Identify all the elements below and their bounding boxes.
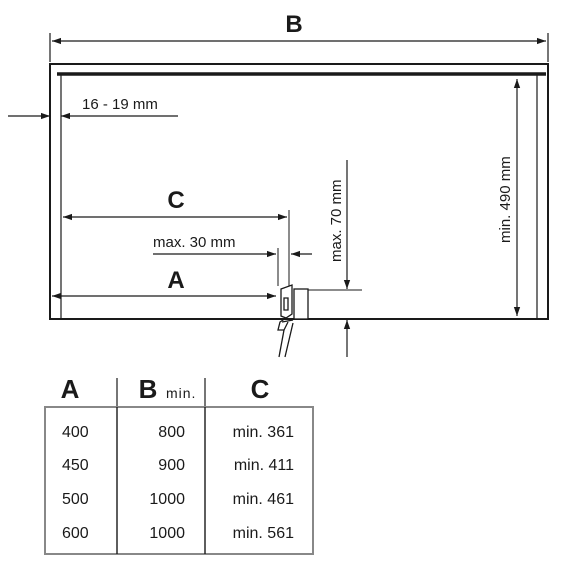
dimension-c: C (63, 187, 290, 290)
hinge-mechanism (277, 284, 309, 358)
dimension-table: A B min. C 400 800 min. 361 450 900 min.… (44, 374, 314, 555)
dimension-min-490: min. 490 mm (497, 79, 521, 316)
table-header-a: A (61, 374, 80, 404)
table-row: 600 1000 min. 561 (62, 525, 294, 542)
svg-text:900: 900 (158, 457, 185, 474)
label-max-70: max. 70 mm (328, 179, 345, 262)
dimension-max-30: max. 30 mm (153, 234, 312, 286)
table-row: 450 900 min. 411 (62, 457, 294, 474)
table-row: 400 800 min. 361 (62, 424, 294, 441)
label-board-thickness: 16 - 19 mm (82, 96, 158, 113)
svg-text:400: 400 (62, 424, 89, 441)
svg-text:500: 500 (62, 491, 89, 508)
dimension-board-thickness: 16 - 19 mm (8, 96, 178, 120)
label-b: B (285, 11, 302, 38)
table-header-b-sub: min. (166, 385, 196, 401)
svg-text:450: 450 (62, 457, 89, 474)
svg-text:800: 800 (158, 424, 185, 441)
svg-text:1000: 1000 (149, 525, 185, 542)
svg-text:1000: 1000 (149, 491, 185, 508)
label-max-30: max. 30 mm (153, 234, 236, 251)
dimension-b: B (49, 11, 549, 62)
label-c: C (167, 187, 184, 214)
label-a: A (167, 267, 184, 294)
svg-text:min. 411: min. 411 (234, 457, 294, 474)
dimension-max-70: max. 70 mm (300, 160, 362, 357)
svg-text:600: 600 (62, 525, 89, 542)
svg-text:min. 461: min. 461 (233, 491, 294, 508)
table-header-c: C (251, 374, 270, 404)
label-min-490: min. 490 mm (497, 156, 514, 243)
table-row: 500 1000 min. 461 (62, 491, 294, 508)
table-header-b: B (139, 374, 158, 404)
svg-text:min. 361: min. 361 (233, 424, 294, 441)
svg-text:min. 561: min. 561 (233, 525, 294, 542)
dimension-a: A (52, 267, 276, 300)
